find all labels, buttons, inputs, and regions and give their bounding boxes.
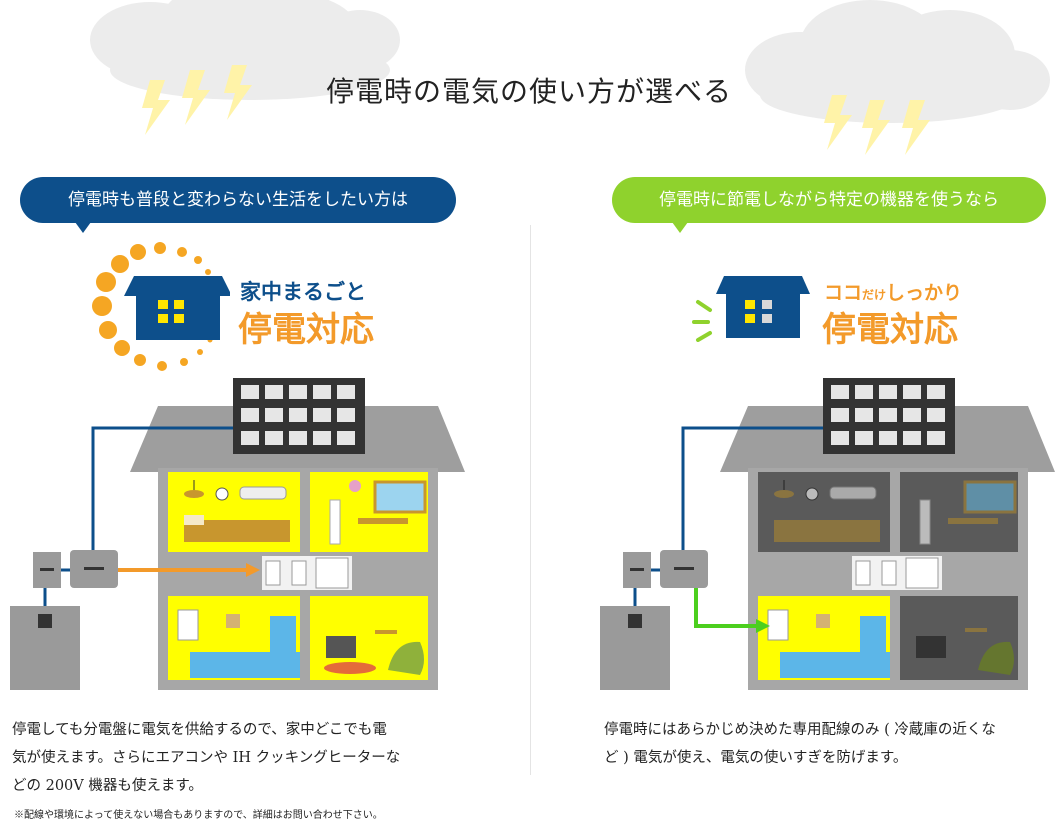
page-title: 停電時の電気の使い方が選べる [325, 75, 732, 108]
left-heading-bubble: 停電時も普段と変わらない生活をしたい方は [20, 177, 456, 223]
left-description: 停電しても分電盤に電気を供給するので、家中どこでも電 気が使えます。さらにエアコ… [12, 716, 482, 800]
right-description-line: ど ) 電気が使え、電気の使いすぎを防げます。 [604, 750, 908, 766]
left-description-line: 気が使えます。さらにエアコンや IH クッキングヒーターな [12, 750, 401, 766]
left-badge-line1: 家中まるごと [240, 280, 366, 304]
left-footnote: ※配線や環境によって使えない場合もありますので、詳細はお問い合わせ下さい。 [14, 810, 383, 821]
left-description-line: どの 200V 機器も使えます。 [12, 778, 203, 794]
right-badge-line2: 停電対応 [822, 310, 958, 350]
right-badge-shikkari: しっかり [886, 282, 963, 304]
left-house-illustration [10, 378, 465, 690]
right-badge-dake: だけ [862, 288, 887, 302]
left-badge-line2: 停電対応 [238, 310, 374, 350]
whole-house-sun-icon [92, 242, 230, 371]
right-description-line: 停電時にはあらかじめ決めた専用配線のみ ( 冷蔵庫の近くな [604, 722, 996, 738]
left-bubble-tail [75, 222, 91, 233]
column-divider [530, 225, 531, 775]
partial-house-icon [692, 276, 810, 342]
right-bubble-tail [672, 222, 688, 233]
right-badge-line1: ココだけしっかり [824, 278, 962, 305]
left-description-line: 停電しても分電盤に電気を供給するので、家中どこでも電 [12, 722, 387, 738]
right-badge-koko: ココ [824, 282, 863, 304]
right-heading-bubble: 停電時に節電しながら特定の機器を使うなら [612, 177, 1046, 223]
storm-clouds-illustration [90, 0, 1050, 155]
right-description: 停電時にはあらかじめ決めた専用配線のみ ( 冷蔵庫の近くな ど ) 電気が使え、… [604, 716, 1054, 772]
right-house-illustration [600, 378, 1055, 690]
